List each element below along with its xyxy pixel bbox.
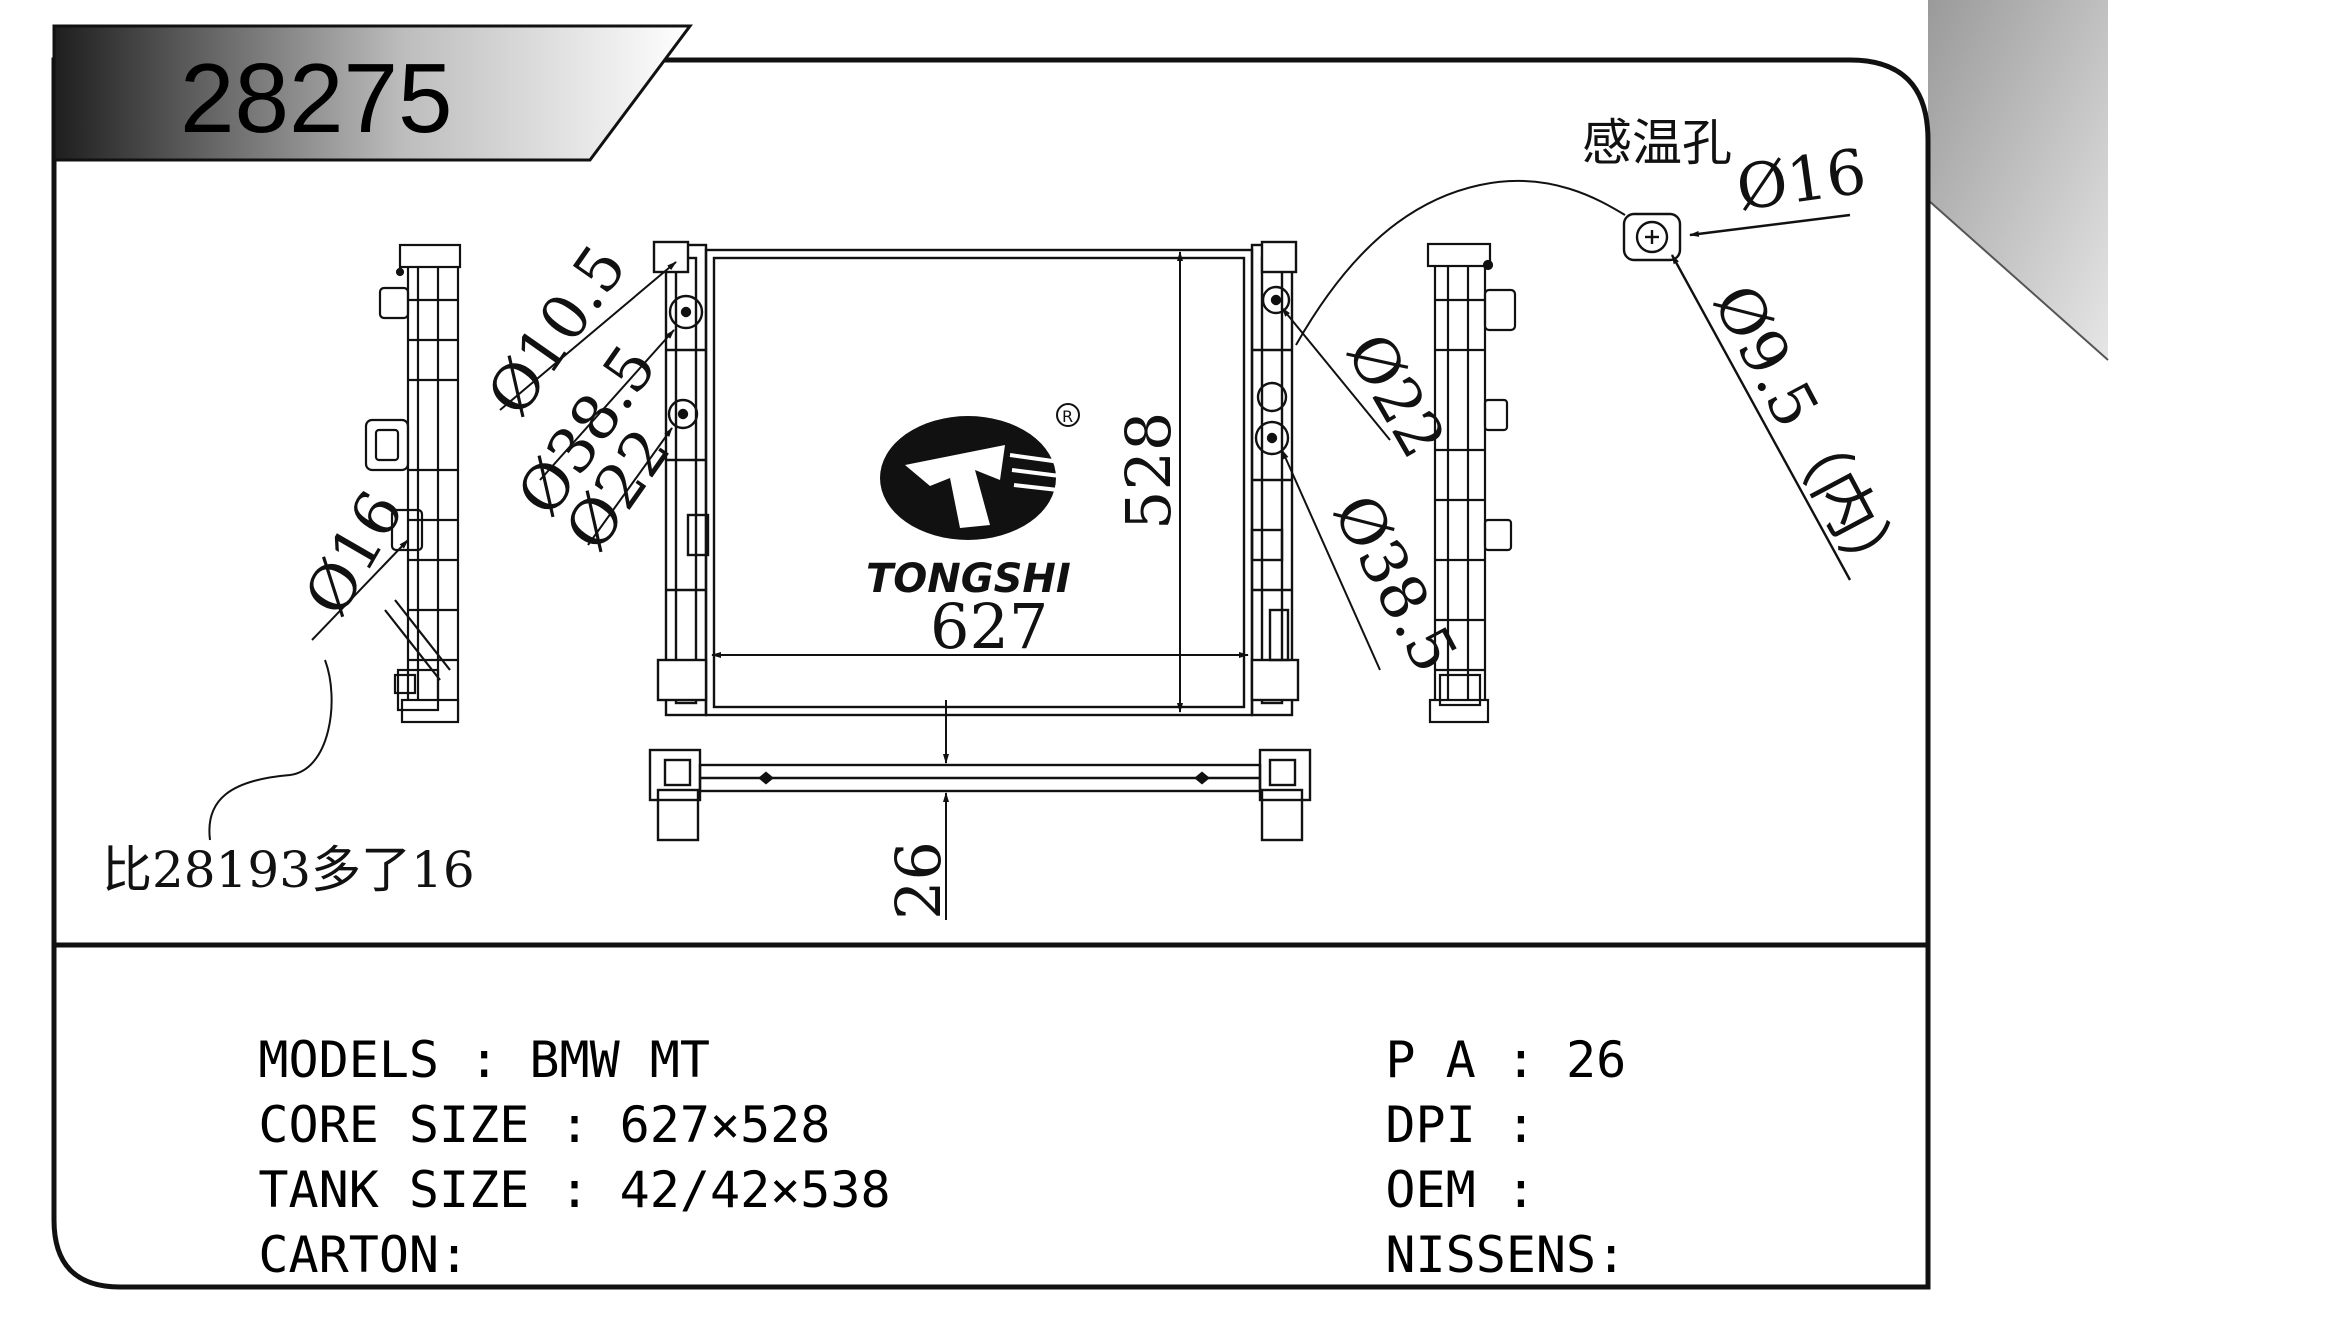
registered-mark: R: [1062, 407, 1073, 426]
dia-22-right-label: Ø22: [1332, 321, 1460, 470]
spec-value: BMW MT: [529, 1031, 710, 1089]
spec-key: CORE SIZE: [258, 1096, 530, 1154]
side-left-leader: [208, 539, 409, 841]
top-view: [648, 748, 1312, 842]
spec-key: TANK SIZE: [258, 1161, 530, 1219]
spec-row-nissens: NISSENS:: [1265, 1180, 1626, 1330]
sensor-dia-label: Ø16: [1732, 135, 1871, 225]
spec-value: 26: [1566, 1031, 1627, 1089]
spec-key: MODELS: [258, 1031, 440, 1089]
spec-sep: :: [1475, 1161, 1536, 1219]
spec-sep: :: [529, 1161, 620, 1219]
spec-key: NISSENS: [1385, 1226, 1597, 1284]
front-left-leaders: [499, 261, 677, 546]
comparison-note: 比28193多了16: [102, 841, 475, 899]
spec-row-pa: P A : 26: [1265, 985, 1626, 1135]
spec-row-carton: CARTON:: [138, 1180, 469, 1330]
spec-row-core-size: CORE SIZE : 627×528: [138, 1050, 830, 1200]
spec-sep: :: [529, 1096, 620, 1154]
spec-key: CARTON: [258, 1226, 440, 1284]
tongshi-logo: R TONGSHI: [866, 403, 1080, 602]
left-side-view: [364, 243, 462, 724]
core-height-label: 528: [1112, 412, 1185, 530]
spec-value: 42/42×538: [619, 1161, 891, 1219]
spec-value: 627×528: [619, 1096, 831, 1154]
spec-sep: :: [1596, 1226, 1627, 1284]
spec-key: DPI: [1385, 1096, 1476, 1154]
spec-row-models: MODELS : BMW MT: [138, 985, 710, 1135]
spec-sep: :: [439, 1226, 470, 1284]
spec-key: OEM: [1385, 1161, 1476, 1219]
core-width-label: 627: [930, 590, 1048, 663]
spec-row-dpi: DPI :: [1265, 1050, 1536, 1200]
spec-key: P A: [1385, 1031, 1476, 1089]
right-side-view: [1426, 242, 1517, 724]
spec-sep: :: [1475, 1096, 1536, 1154]
sensor-hole-detail: [1622, 212, 1852, 581]
corner-tab: [1927, 0, 2109, 361]
main-frame: [51, 57, 1931, 1290]
part-number: 28275: [180, 43, 453, 153]
thickness-label: 26: [882, 841, 955, 920]
brand-name: TONGSHI: [866, 556, 1071, 602]
front-right-leaders: [1281, 180, 1626, 671]
sensor-hole-label: 感温孔: [1582, 114, 1732, 172]
spec-sep: :: [1475, 1031, 1567, 1089]
spec-row-oem: OEM :: [1265, 1115, 1536, 1265]
title-banner: 28275: [52, 24, 693, 162]
inner-dia-label: Ø9.5（内）: [1699, 273, 1921, 603]
spec-sep: :: [439, 1031, 530, 1089]
spec-row-tank-size: TANK SIZE : 42/42×538: [138, 1115, 891, 1265]
